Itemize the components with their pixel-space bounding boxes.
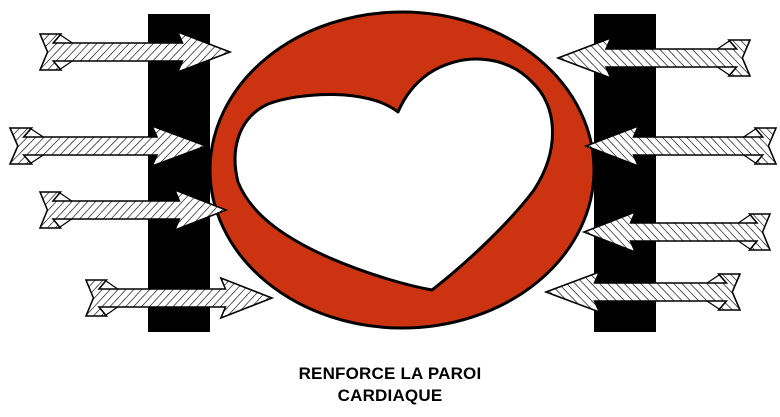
caption-line-2: CARDIAQUE (0, 386, 780, 406)
caption-line-1: RENFORCE LA PAROI (0, 364, 780, 384)
